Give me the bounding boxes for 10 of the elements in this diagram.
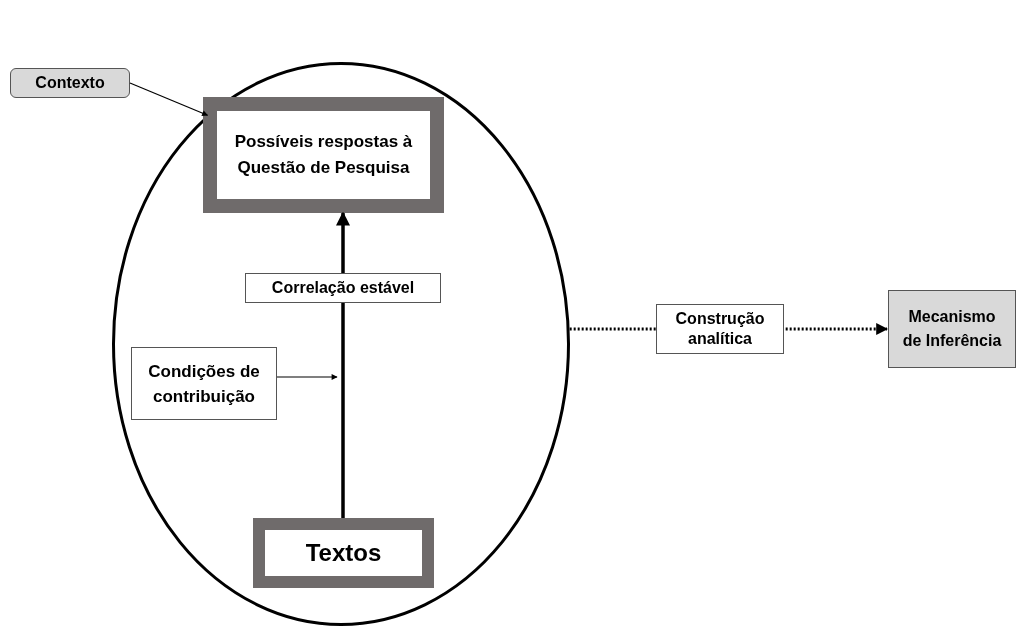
condition-box: Condições de contribuição xyxy=(131,347,277,420)
mechanism-box: Mecanismo de Inferência xyxy=(888,290,1016,368)
edge-label: Correlação estável xyxy=(245,273,441,303)
context-tag: Contexto xyxy=(10,68,130,98)
arrow xyxy=(276,374,338,380)
arrow xyxy=(129,82,209,116)
answer-box: Possíveis respostas à Questão de Pesquisa xyxy=(203,97,444,213)
edge-label: Construção analítica xyxy=(656,304,784,354)
thick-arrow xyxy=(336,211,350,518)
source-box: Textos xyxy=(253,518,434,588)
